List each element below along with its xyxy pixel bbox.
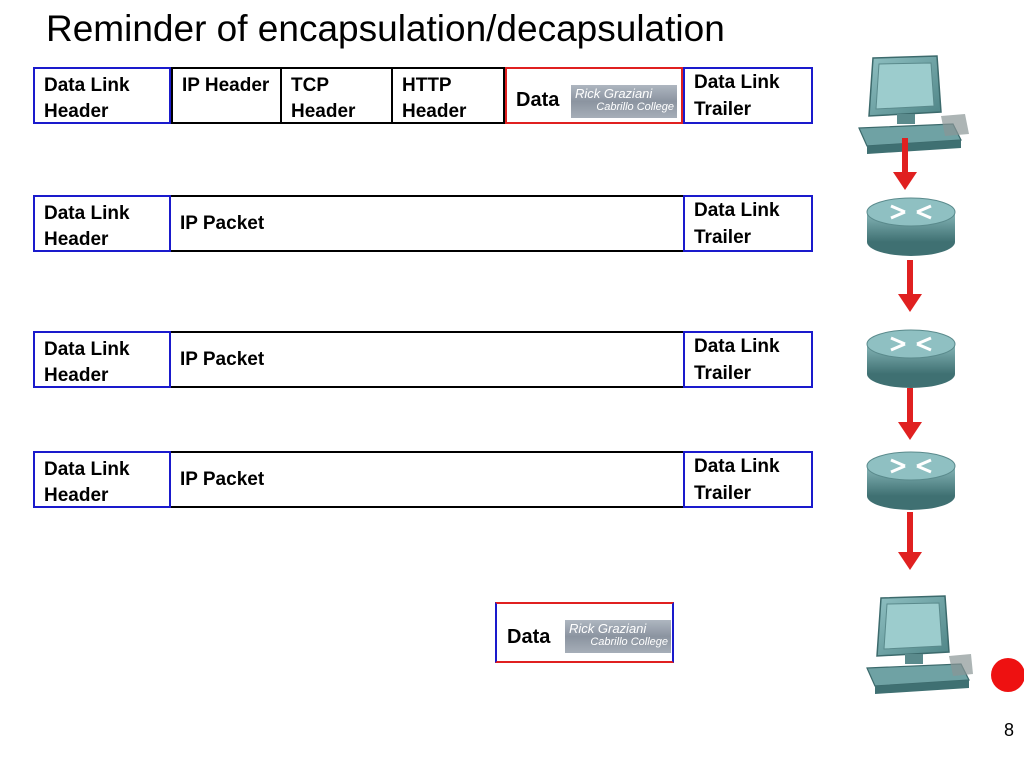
data-link-header-cell: Data Link Header <box>33 331 171 388</box>
slide-title: Reminder of encapsulation/decapsulation <box>46 8 725 49</box>
arrow-down <box>898 260 922 312</box>
record-indicator-dot <box>991 658 1024 692</box>
computer-icon <box>866 595 973 694</box>
watermark-college: Cabrillo College <box>590 636 668 648</box>
watermark-logo: Rick Graziani Cabrillo College <box>565 620 671 653</box>
data-link-trailer-cell: Data Link Trailer <box>683 451 813 508</box>
computer-icon <box>858 55 969 154</box>
watermark-name: Rick Graziani <box>569 621 647 636</box>
data-link-header-cell: Data Link Header <box>33 67 171 124</box>
network-path <box>858 55 973 694</box>
router-icon <box>866 329 956 388</box>
encapsulated-frame: Data Link Header IP Header TCP Header HT… <box>33 67 813 128</box>
router-frame-3: Data Link Header IP Packet Data Link Tra… <box>33 451 813 512</box>
watermark-logo: Rick Graziani Cabrillo College <box>571 85 677 118</box>
data-link-header-cell: Data Link Header <box>33 195 171 252</box>
final-data-cell: Data Rick Graziani Cabrillo College <box>495 602 674 663</box>
router-frame-2: Data Link Header IP Packet Data Link Tra… <box>33 331 813 392</box>
http-header-cell: HTTP Header <box>393 67 505 124</box>
data-label: Data <box>516 89 560 111</box>
ip-packet-cell: IP Packet <box>171 195 683 252</box>
router-icon <box>866 197 956 256</box>
arrow-down <box>898 388 922 440</box>
ip-packet-cell: IP Packet <box>171 331 683 388</box>
arrow-down <box>898 512 922 570</box>
tcp-header-cell: TCP Header <box>282 67 393 124</box>
router-icon <box>866 451 956 510</box>
router-frame-1: Data Link Header IP Packet Data Link Tra… <box>33 195 813 256</box>
data-cell: Data Rick Graziani Cabrillo College <box>505 67 683 124</box>
page-number: 8 <box>1003 720 1014 740</box>
arrow-down <box>893 138 917 190</box>
ip-packet-cell: IP Packet <box>171 451 683 508</box>
data-link-header-cell: Data Link Header <box>33 451 171 508</box>
data-link-trailer-cell: Data Link Trailer <box>683 331 813 388</box>
watermark-college: Cabrillo College <box>596 101 674 113</box>
data-label: Data <box>507 626 551 648</box>
watermark-name: Rick Graziani <box>575 86 653 101</box>
data-link-trailer-cell: Data Link Trailer <box>683 67 813 124</box>
ip-header-cell: IP Header <box>171 67 282 124</box>
data-link-trailer-cell: Data Link Trailer <box>683 195 813 252</box>
